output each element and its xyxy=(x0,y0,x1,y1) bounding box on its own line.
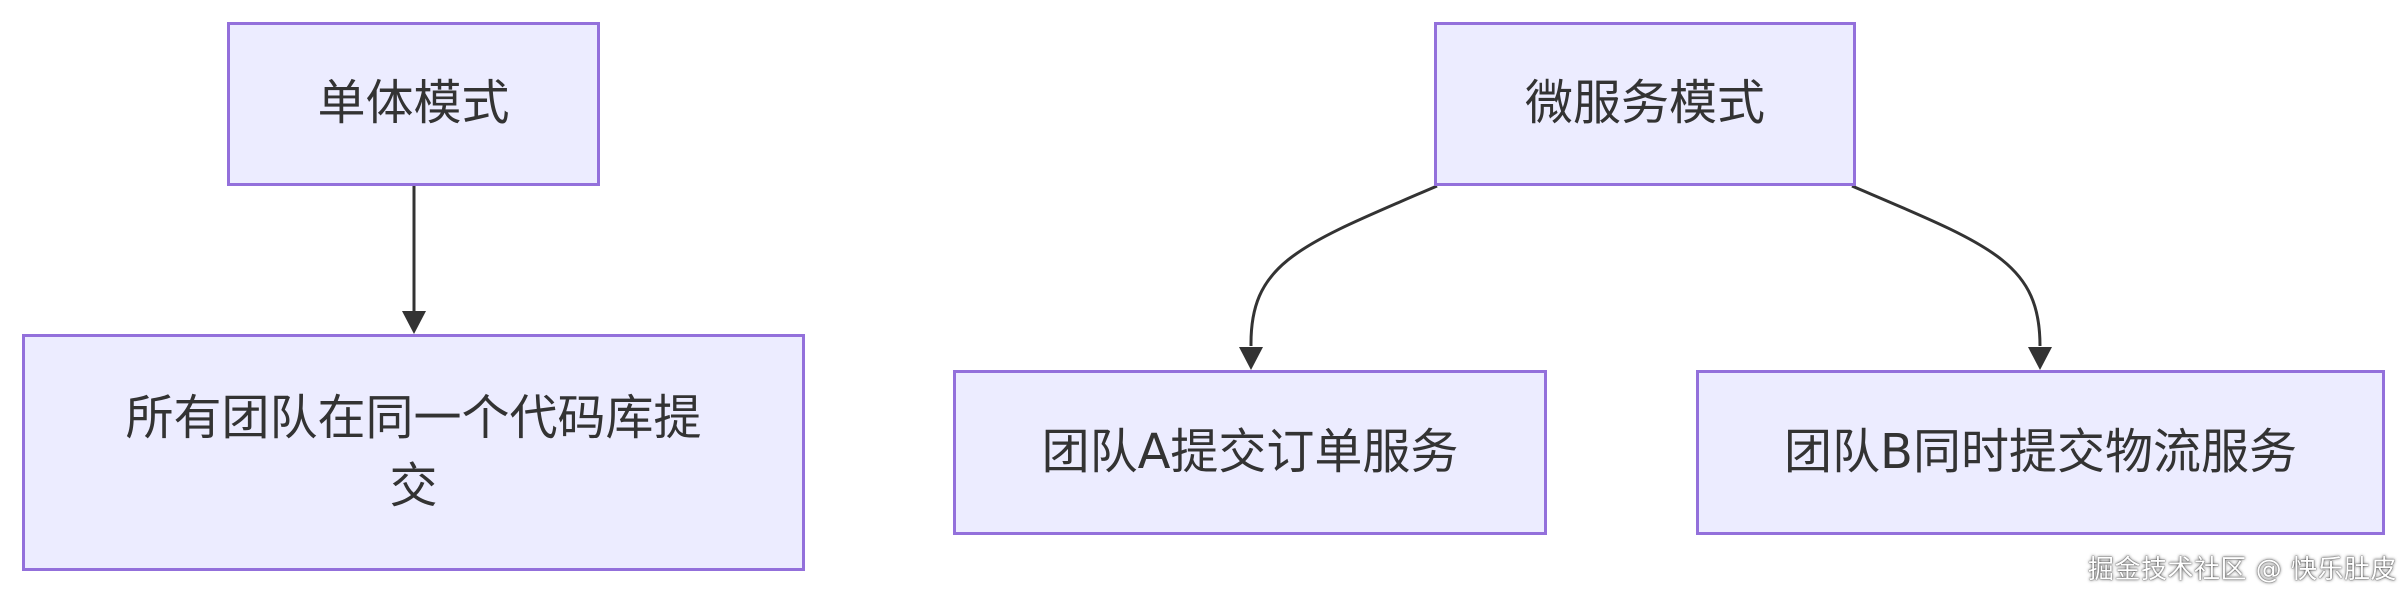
arrowhead-team-a xyxy=(1239,347,1263,370)
edge-micro-to-team-b xyxy=(1851,184,2042,347)
arrowhead-monolith-desc xyxy=(402,311,426,334)
edge-micro-to-team-a xyxy=(1249,184,1438,347)
node-monolith-description: 所有团队在同一个代码库提交 xyxy=(22,334,805,571)
node-microservices-label: 微服务模式 xyxy=(1524,75,1765,132)
node-team-b-label: 团队B同时提交物流服务 xyxy=(1784,423,2297,480)
node-monolith: 单体模式 xyxy=(227,22,600,186)
node-team-a: 团队A提交订单服务 xyxy=(953,370,1547,535)
arrowhead-team-b xyxy=(2028,347,2052,370)
node-team-a-label: 团队A提交订单服务 xyxy=(1041,423,1459,480)
node-team-b: 团队B同时提交物流服务 xyxy=(1696,370,2385,535)
node-microservices: 微服务模式 xyxy=(1434,22,1856,186)
watermark: 掘金技术社区 @ 快乐肚皮 xyxy=(2087,555,2397,585)
node-monolith-label: 单体模式 xyxy=(317,75,510,132)
node-monolith-description-label: 所有团队在同一个代码库提交 xyxy=(125,390,702,514)
